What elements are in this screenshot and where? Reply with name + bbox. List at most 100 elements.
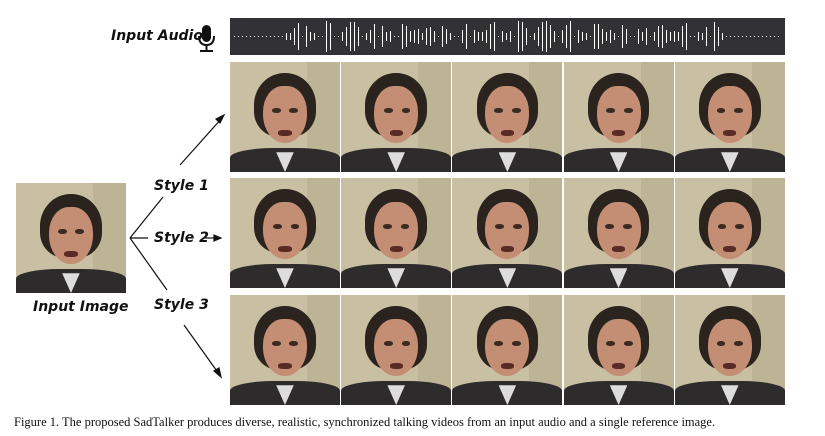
waveform-bar: [702, 32, 704, 41]
style2-label: Style 2: [154, 230, 209, 246]
waveform-bar: [606, 31, 608, 42]
waveform-bar: [726, 35, 728, 38]
waveform-bar: [422, 33, 424, 40]
waveform-bar: [366, 32, 368, 41]
waveform-bar: [406, 25, 408, 48]
waveform-bar: [558, 35, 560, 38]
frame-style3-2: [341, 295, 452, 405]
waveform-bar: [530, 35, 532, 38]
waveform-bar: [242, 35, 244, 38]
waveform-bar: [394, 35, 396, 38]
style1-label: Style 1: [154, 178, 209, 194]
waveform-bar: [654, 31, 656, 42]
waveform-bar: [330, 22, 332, 51]
waveform-bar: [358, 26, 360, 47]
frame-style3-4: [563, 295, 674, 405]
waveform-bar: [742, 35, 744, 38]
waveform-bar: [610, 29, 612, 44]
waveform-bar: [670, 31, 672, 42]
waveform-bar: [774, 35, 776, 38]
input-image-label: Input Image: [33, 299, 129, 315]
waveform-bar: [586, 33, 588, 40]
arrow-style1: [179, 117, 223, 166]
frame-style3-5: [674, 295, 785, 405]
waveform-bar: [722, 32, 724, 41]
waveform-bar: [438, 35, 440, 38]
waveform-bar: [734, 35, 736, 38]
frame-style1-5: [674, 62, 785, 172]
waveform-bar: [678, 32, 680, 41]
waveform-bar: [502, 31, 504, 42]
waveform-bar: [290, 33, 292, 40]
frame-style2-5: [674, 178, 785, 288]
waveform-bar: [750, 35, 752, 38]
waveform-bar: [254, 35, 256, 38]
waveform-bar: [322, 35, 324, 38]
waveform-bar: [546, 20, 548, 53]
waveform-bar: [746, 35, 748, 38]
waveform-bar: [350, 21, 352, 52]
waveform-bar: [302, 35, 304, 38]
waveform-bar: [414, 29, 416, 44]
waveform-bar: [494, 21, 496, 52]
waveform-bar: [306, 25, 308, 48]
audio-waveform: [230, 18, 785, 55]
waveform-bar: [730, 35, 732, 38]
input-image: [16, 183, 126, 293]
waveform-bar: [602, 29, 604, 44]
frame-style2-1: [230, 178, 340, 288]
waveform-bar: [638, 29, 640, 44]
waveform-bar: [578, 30, 580, 43]
frame-style1-3: [452, 62, 563, 172]
waveform-bar: [386, 31, 388, 41]
waveform-bar: [266, 35, 268, 38]
waveform-bar: [582, 32, 584, 41]
waveform-bar: [370, 30, 372, 43]
waveform-bar: [418, 29, 420, 44]
waveform-bar: [630, 35, 632, 38]
waveform-bar: [642, 32, 644, 41]
waveform-bar: [574, 35, 576, 38]
waveform-bar: [382, 25, 384, 48]
waveform-bar: [706, 26, 708, 47]
frame-style1-4: [563, 62, 674, 172]
waveform-bar: [674, 30, 676, 43]
frame-style3-3: [452, 295, 563, 405]
waveform-bar: [402, 24, 404, 49]
waveform-bar: [518, 20, 520, 53]
waveform-bar: [650, 35, 652, 38]
waveform-bar: [550, 25, 552, 48]
frame-style2-4: [563, 178, 674, 288]
frame-style3-1: [230, 295, 340, 405]
waveform-bar: [466, 24, 468, 49]
waveform-bar: [766, 35, 768, 38]
frame-style1-2: [341, 62, 452, 172]
waveform-bar: [498, 35, 500, 38]
waveform-bar: [694, 35, 696, 38]
waveform-bar: [682, 25, 684, 48]
waveform-bar: [262, 35, 264, 38]
waveform-bar: [458, 35, 460, 38]
waveform-bar: [770, 35, 772, 38]
waveform-bar: [758, 35, 760, 38]
waveform-bar: [354, 21, 356, 52]
waveform-bar: [342, 32, 344, 41]
waveform-bar: [426, 27, 428, 46]
waveform-bar: [718, 27, 720, 46]
waveform-bar: [286, 32, 288, 41]
waveform-bar: [506, 32, 508, 41]
input-audio-label: Input Audio: [111, 28, 203, 44]
style3-label: Style 3: [154, 297, 209, 313]
waveform-bar: [470, 35, 472, 38]
waveform-bar: [318, 35, 320, 38]
waveform-bar: [234, 35, 236, 38]
waveform-bar: [754, 35, 756, 38]
waveform-bar: [446, 28, 448, 45]
waveform-bar: [690, 35, 692, 38]
waveform-bar: [326, 20, 328, 53]
waveform-bar: [662, 25, 664, 48]
waveform-bar: [258, 35, 260, 38]
waveform-bar: [338, 35, 340, 38]
waveform-bar: [622, 25, 624, 48]
waveform-bar: [278, 35, 280, 38]
